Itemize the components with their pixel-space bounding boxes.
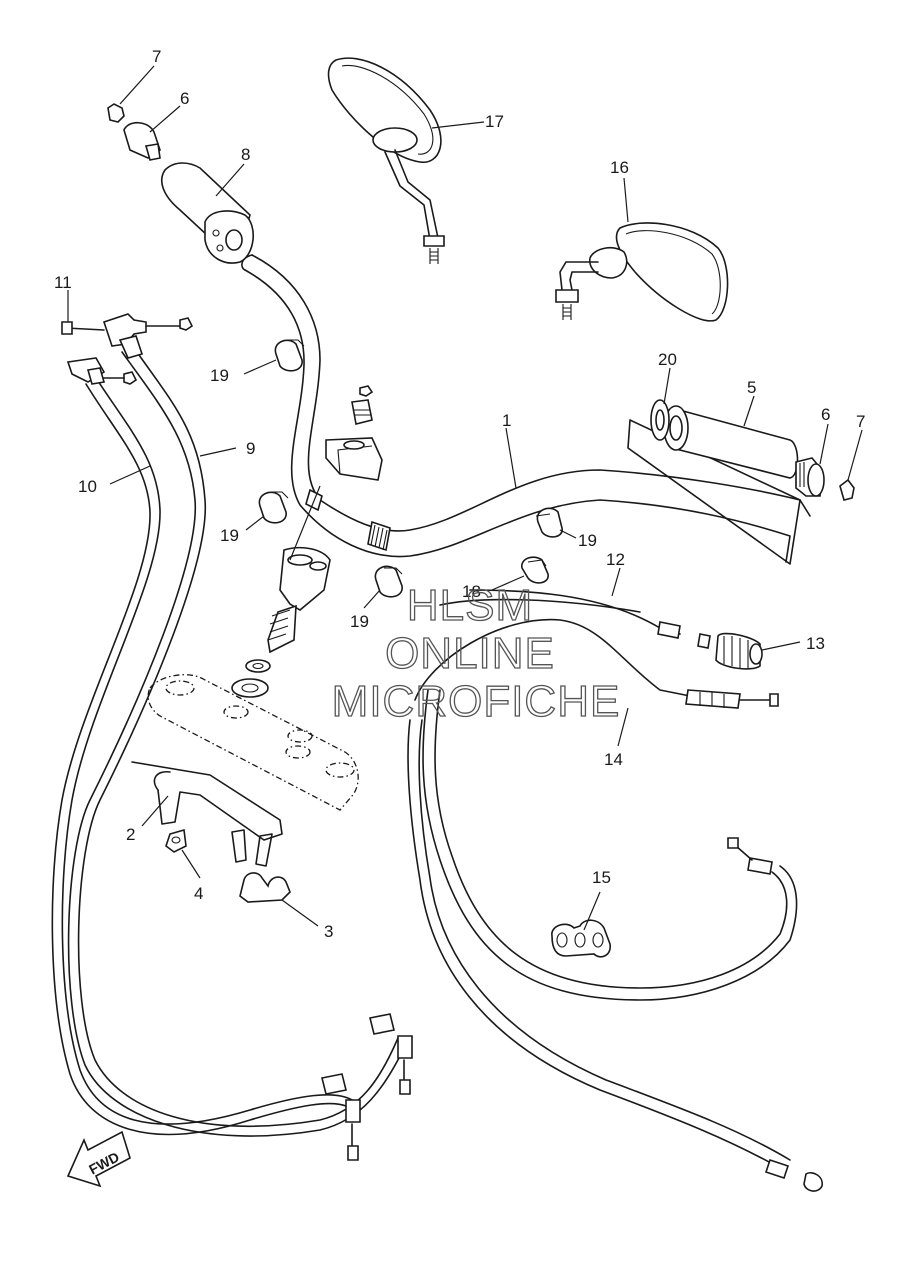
throttle-housing-top	[61, 313, 194, 359]
callout-16: 14	[604, 750, 623, 769]
callout-9: 9	[246, 439, 255, 458]
callout-6-right: 6	[821, 405, 830, 424]
watermark-line-3: MICROFICHE	[332, 677, 621, 726]
callout-7-right: 7	[856, 412, 865, 431]
clamp-19-c	[374, 565, 403, 598]
callout-1: 1	[502, 411, 511, 430]
callout-2: 2	[126, 825, 135, 844]
callout-numbers: 7 6 8 11 17 16 19 9 10 1 20 5 6 7 19 19 …	[54, 47, 865, 941]
callout-19-b: 19	[220, 526, 239, 545]
nut-4	[165, 828, 187, 853]
clamp-19-d	[535, 507, 563, 538]
washer-20	[650, 399, 670, 441]
grip-8	[161, 162, 254, 264]
callout-8: 8	[241, 145, 250, 164]
callout-19-a: 19	[210, 366, 229, 385]
upper-bracket-crown	[147, 674, 359, 811]
callout-17: 15	[592, 868, 611, 887]
screw-7-right	[839, 478, 855, 501]
callout-5: 5	[747, 378, 756, 397]
mirror-15	[327, 57, 445, 264]
bracket-2	[131, 761, 283, 867]
callout-10: 10	[78, 477, 97, 496]
clamp-19-b	[258, 491, 289, 524]
watermark-line-2: ONLINE	[385, 629, 555, 678]
callout-11: 11	[54, 273, 72, 292]
callout-14: 16	[610, 158, 629, 177]
callout-4: 4	[194, 884, 203, 903]
clutch-cable-ends	[657, 621, 823, 1192]
riser	[231, 546, 331, 698]
cable-end-10-top	[66, 357, 138, 385]
throttle-cable-9	[67, 344, 407, 1137]
watermark: HLSM ONLINE MICROFICHE	[331, 580, 621, 726]
callout-12: 12	[606, 550, 625, 569]
callout-18: 18	[462, 582, 481, 601]
forward-direction-arrow: FWD	[66, 1130, 131, 1188]
bar-end-6-right	[795, 457, 825, 497]
mirror-14	[555, 222, 729, 322]
callout-7-left: 7	[152, 47, 161, 66]
bolt-upper	[351, 385, 374, 425]
adjuster-13	[715, 632, 763, 670]
cable-ends-bottom-left	[321, 1013, 413, 1161]
callout-13: 13	[806, 634, 825, 653]
clamp-19-a	[274, 339, 305, 372]
callout-19-d: 19	[578, 531, 597, 550]
callout-20: 20	[658, 350, 677, 369]
handlebar-1	[241, 254, 811, 565]
watermark-line-1: HLSM	[407, 581, 533, 630]
callout-19-c: 19	[350, 612, 369, 631]
clutch-cable-16	[407, 618, 798, 1169]
holder-upper	[325, 437, 383, 481]
screw-7-left	[107, 103, 125, 123]
clamp-18	[521, 556, 549, 584]
callout-3: 3	[324, 922, 333, 941]
clamp-3	[239, 872, 291, 903]
callout-6-left: 6	[180, 89, 189, 108]
clutch-cable-12	[439, 589, 681, 635]
callout-15: 17	[485, 112, 504, 131]
throttle-cable-10	[51, 377, 353, 1136]
clamp-17	[551, 919, 611, 958]
leader-lines	[67, 65, 863, 931]
